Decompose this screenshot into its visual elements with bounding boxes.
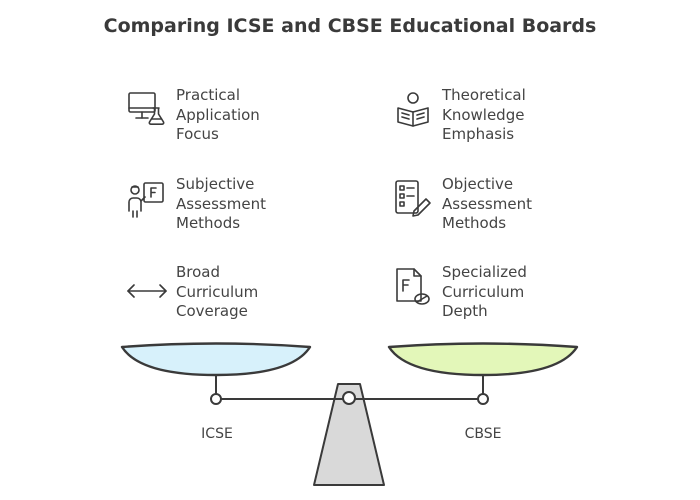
double-arrow-icon: [124, 263, 170, 309]
item-label: Specialized Curriculum Depth: [442, 263, 527, 320]
icse-item-broad-curriculum: Broad Curriculum Coverage: [124, 263, 296, 322]
reader-book-icon: [390, 86, 436, 132]
item-label: Subjective Assessment Methods: [176, 175, 266, 232]
icse-label: ICSE: [201, 426, 233, 442]
checklist-pencil-icon: [390, 175, 436, 221]
cbse-item-objective-assessment: Objective Assessment Methods: [390, 175, 562, 234]
icse-item-practical-application: Practical Application Focus: [124, 86, 296, 145]
document-pill-icon: [390, 263, 436, 309]
icse-pan: [120, 342, 312, 377]
cbse-pan: [387, 342, 579, 377]
teacher-board-icon: [124, 175, 170, 221]
cbse-item-specialized-curriculum: Specialized Curriculum Depth: [390, 263, 562, 322]
item-label: Practical Application Focus: [176, 86, 260, 143]
item-label: Theoretical Knowledge Emphasis: [442, 86, 526, 143]
computer-flask-icon: [124, 86, 170, 132]
item-label: Objective Assessment Methods: [442, 175, 532, 232]
cbse-label: CBSE: [464, 426, 502, 442]
item-label: Broad Curriculum Coverage: [176, 263, 259, 320]
scale-beam: [210, 374, 489, 405]
page-title: Comparing ICSE and CBSE Educational Boar…: [103, 15, 597, 37]
cbse-item-theoretical-knowledge: Theoretical Knowledge Emphasis: [390, 86, 562, 145]
icse-item-subjective-assessment: Subjective Assessment Methods: [124, 175, 296, 234]
